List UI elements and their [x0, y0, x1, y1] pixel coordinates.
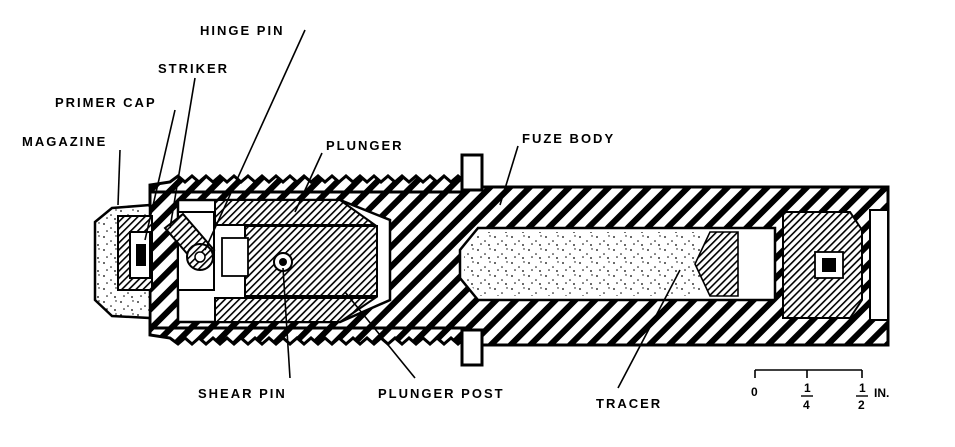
label-primer-cap: PRIMER CAP	[55, 95, 157, 110]
scale-unit: IN.	[874, 386, 889, 400]
leader-fuze-body	[499, 145, 519, 206]
scale-tick-0: 0	[751, 385, 758, 399]
flange-bottom	[460, 328, 484, 367]
leader-primer-cap	[144, 109, 176, 241]
scale-tick-half-num: 1	[859, 381, 866, 395]
label-plunger: PLUNGER	[326, 138, 404, 153]
label-plunger-post: PLUNGER POST	[378, 386, 505, 401]
flange-top	[460, 153, 484, 192]
label-shear-pin: SHEAR PIN	[198, 386, 287, 401]
leader-hinge-pin	[204, 29, 306, 251]
label-magazine: MAGAZINE	[22, 134, 107, 149]
plunger-post	[244, 225, 378, 297]
igniter-cone	[694, 231, 739, 297]
leader-shear-pin	[282, 267, 291, 379]
label-tracer: TRACER	[596, 396, 662, 411]
label-hinge-pin: HINGE PIN	[200, 23, 284, 38]
scale-bar: 0 1 4 1 2 IN.	[751, 369, 889, 412]
label-striker: STRIKER	[158, 61, 229, 76]
leader-striker	[169, 77, 196, 229]
plunger-post-slot	[221, 237, 249, 277]
plunger-lower	[214, 297, 379, 323]
leader-magazine	[117, 149, 121, 206]
scale-tick-quarter-num: 1	[804, 381, 811, 395]
leader-tracer	[617, 269, 681, 389]
leader-plunger-post	[344, 291, 416, 379]
rear-cavity	[869, 209, 889, 321]
scale-tick-quarter-den: 4	[803, 398, 810, 412]
label-fuze-body: FUZE BODY	[522, 131, 615, 146]
bottom-thread	[148, 326, 467, 346]
leader-plunger	[294, 152, 323, 213]
tracer	[464, 232, 700, 296]
scale-tick-half-den: 2	[858, 398, 865, 412]
